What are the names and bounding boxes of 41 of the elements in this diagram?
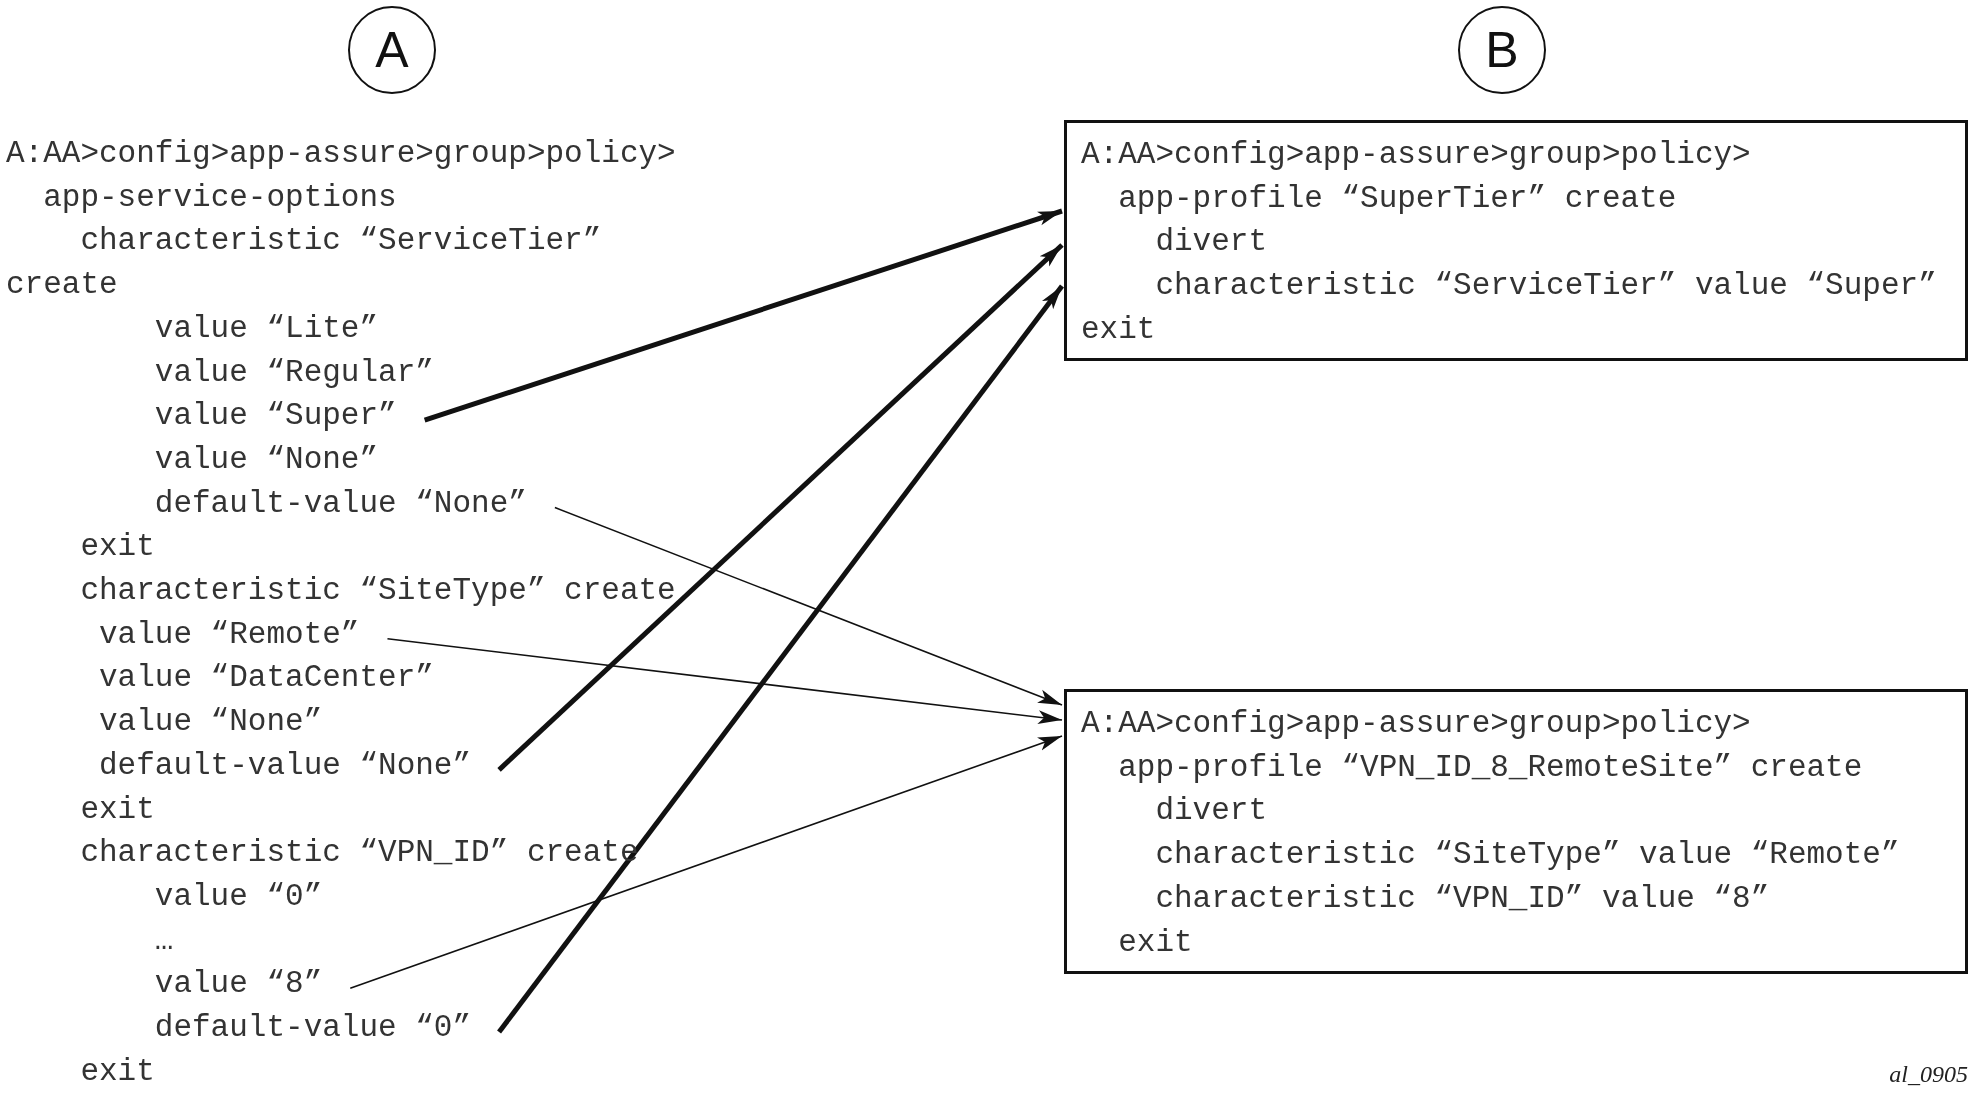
code-line: app-profile “VPN_ID_8_RemoteSite” create — [1118, 748, 1863, 787]
code-line: app-profile “SuperTier” create — [1118, 179, 1677, 218]
letter-circle: B — [1458, 6, 1546, 94]
arrow — [497, 243, 1064, 772]
code-box — [1064, 689, 1968, 974]
code-line: value “None” — [99, 703, 323, 742]
code-line: characteristic “ServiceTier” value “Super” — [1155, 267, 1937, 306]
code-line: value “Regular” — [154, 353, 434, 392]
code-line: value “Remote” — [99, 612, 360, 657]
code-line: exit — [80, 528, 155, 567]
code-line: exit — [80, 1052, 155, 1091]
code-line: exit — [1118, 923, 1193, 962]
code-line: A:AA>config>app-assure>group>policy> — [6, 135, 676, 173]
code-line: default-value “0” — [154, 1006, 472, 1050]
code-line: value “None” — [154, 440, 379, 479]
figure-id: al_0905 — [1889, 1060, 1968, 1089]
code-line: divert — [1155, 223, 1268, 262]
code-line: value “Super” — [154, 394, 397, 439]
arrow — [386, 637, 1063, 725]
arrow — [349, 735, 1063, 990]
code-line: value “DataCenter” — [99, 659, 434, 698]
code-line: … — [154, 921, 174, 960]
code-line: value “Lite” — [154, 309, 379, 348]
code-line: divert — [1155, 792, 1268, 831]
arrow — [497, 284, 1064, 1034]
code-line: characteristic “SiteType” value “Remote” — [1155, 836, 1900, 875]
code-line: A:AA>config>app-assure>group>policy> — [1081, 705, 1751, 743]
code-line: A:AA>config>app-assure>group>policy> — [1081, 136, 1751, 174]
code-line: default-value “None” — [154, 481, 527, 526]
code-line: characteristic “SiteType” create — [80, 572, 676, 610]
arrow — [423, 208, 1063, 423]
arrow — [554, 506, 1063, 706]
code-box — [1064, 120, 1968, 361]
code-line: exit — [80, 790, 155, 829]
code-line: characteristic “VPN_ID” value “8” — [1155, 879, 1770, 918]
code-line: app-service-options — [43, 178, 397, 217]
code-line: default-value “None” — [99, 743, 472, 788]
code-line: value “0” — [154, 877, 323, 916]
code-line: exit — [1081, 310, 1156, 349]
letter-circle: A — [348, 6, 436, 94]
code-line: value “8” — [154, 962, 323, 1007]
